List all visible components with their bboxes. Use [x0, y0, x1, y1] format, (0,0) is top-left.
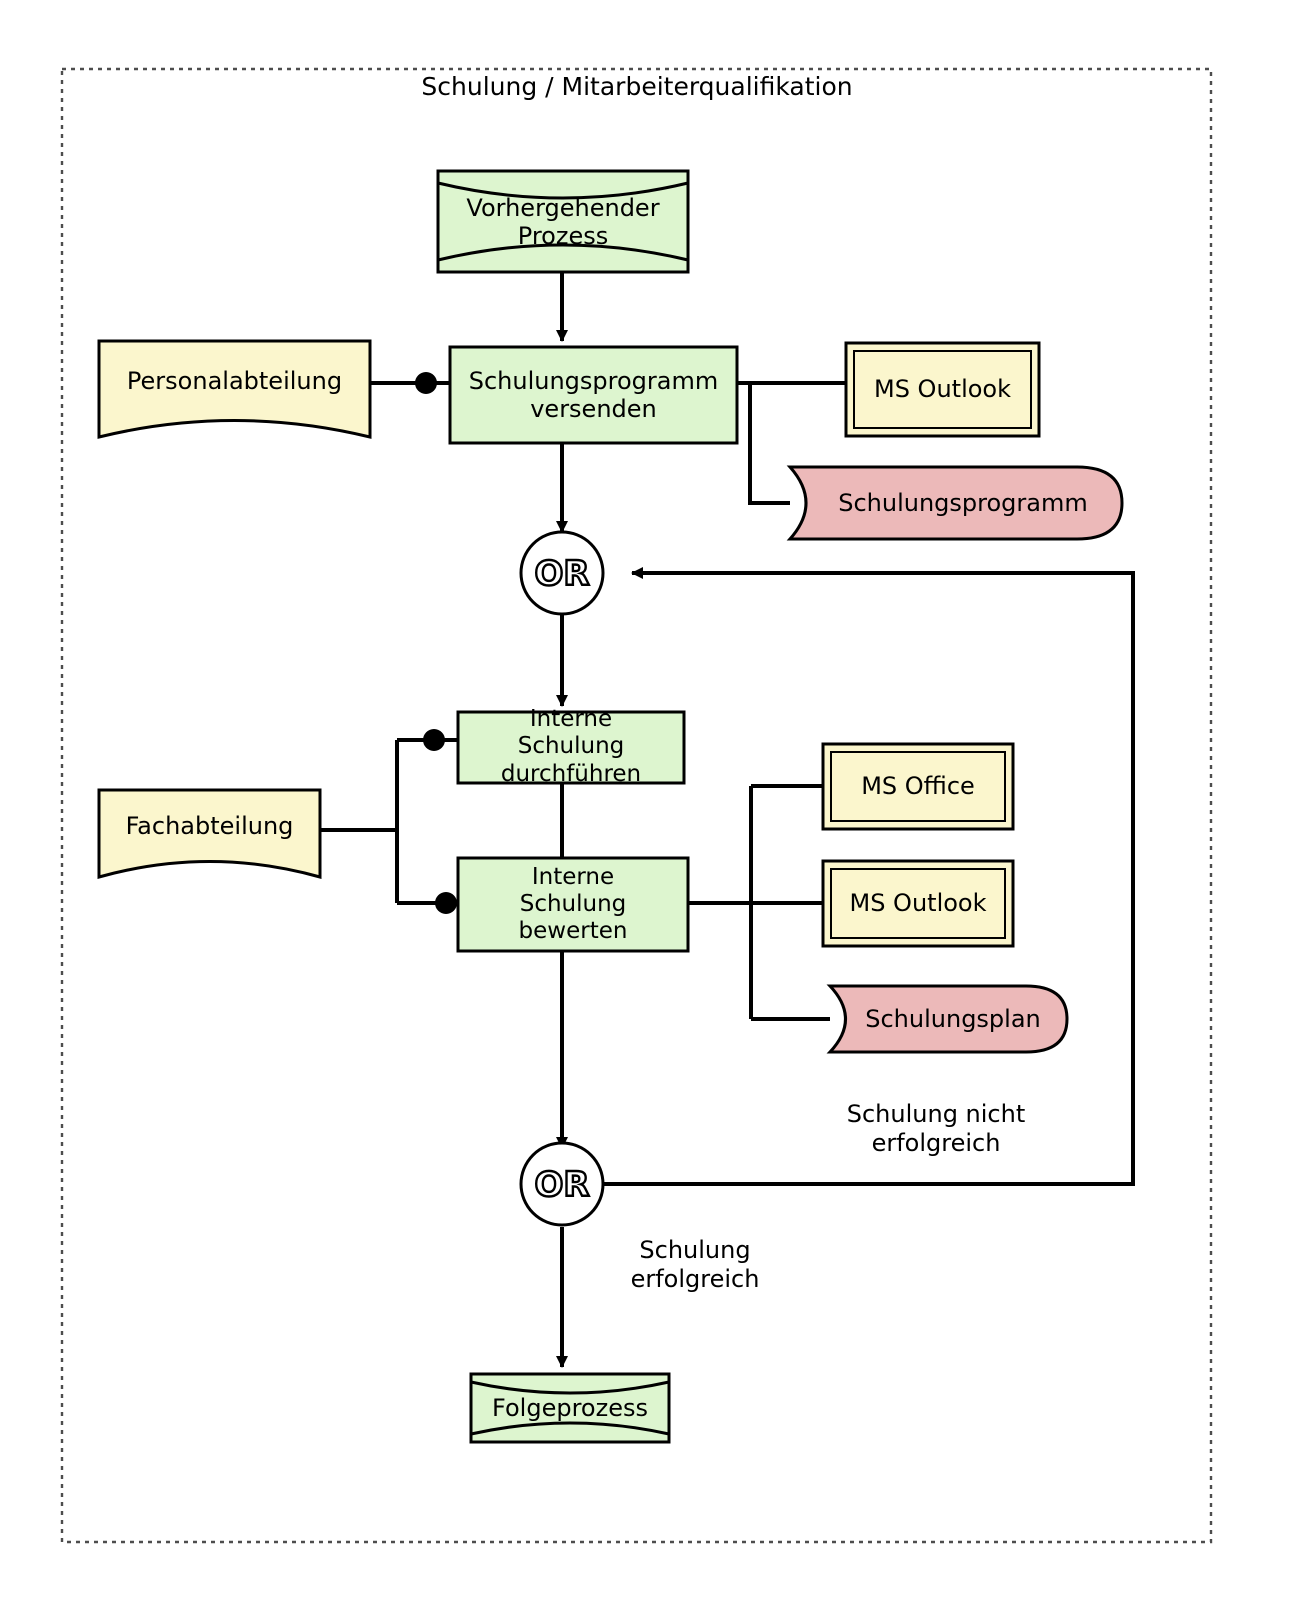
node-training-program-document[interactable] [786, 465, 1124, 541]
dot-hr-send [415, 372, 437, 394]
node-ms-office[interactable] [821, 742, 1015, 831]
edge-label-training-not-successful: Schulung nicht erfolgreich [846, 1100, 1026, 1158]
node-ms-outlook-bottom[interactable] [821, 859, 1015, 948]
node-or-top[interactable] [519, 530, 605, 616]
node-conduct-internal-training[interactable] [456, 710, 686, 785]
node-evaluate-internal-training[interactable] [456, 856, 690, 953]
association-dots [415, 372, 733, 914]
node-previous-process[interactable] [436, 169, 690, 274]
or-bottom-glyph: OR [534, 1165, 589, 1205]
edge-feedback-loop [604, 567, 1135, 1186]
dot-conduct-left [423, 729, 445, 751]
dot-evaluate-left [435, 892, 457, 914]
node-follow-up-process[interactable] [469, 1372, 671, 1444]
node-hr-department[interactable] [97, 339, 372, 439]
node-training-plan-document[interactable] [826, 984, 1069, 1054]
node-ms-outlook-top[interactable] [844, 341, 1041, 438]
pool-title: Schulung / Mitarbeiterqualifikation [421, 72, 853, 101]
node-send-training-program[interactable] [448, 345, 739, 445]
node-specialist-department[interactable] [97, 788, 322, 879]
pool-frame [60, 67, 1213, 1544]
edge-label-training-successful: Schulung erfolgreich [630, 1236, 760, 1294]
edge-send-to-trainingprogram-doc [748, 383, 790, 505]
node-or-bottom[interactable] [519, 1141, 605, 1227]
or-top-glyph: OR [534, 554, 589, 594]
